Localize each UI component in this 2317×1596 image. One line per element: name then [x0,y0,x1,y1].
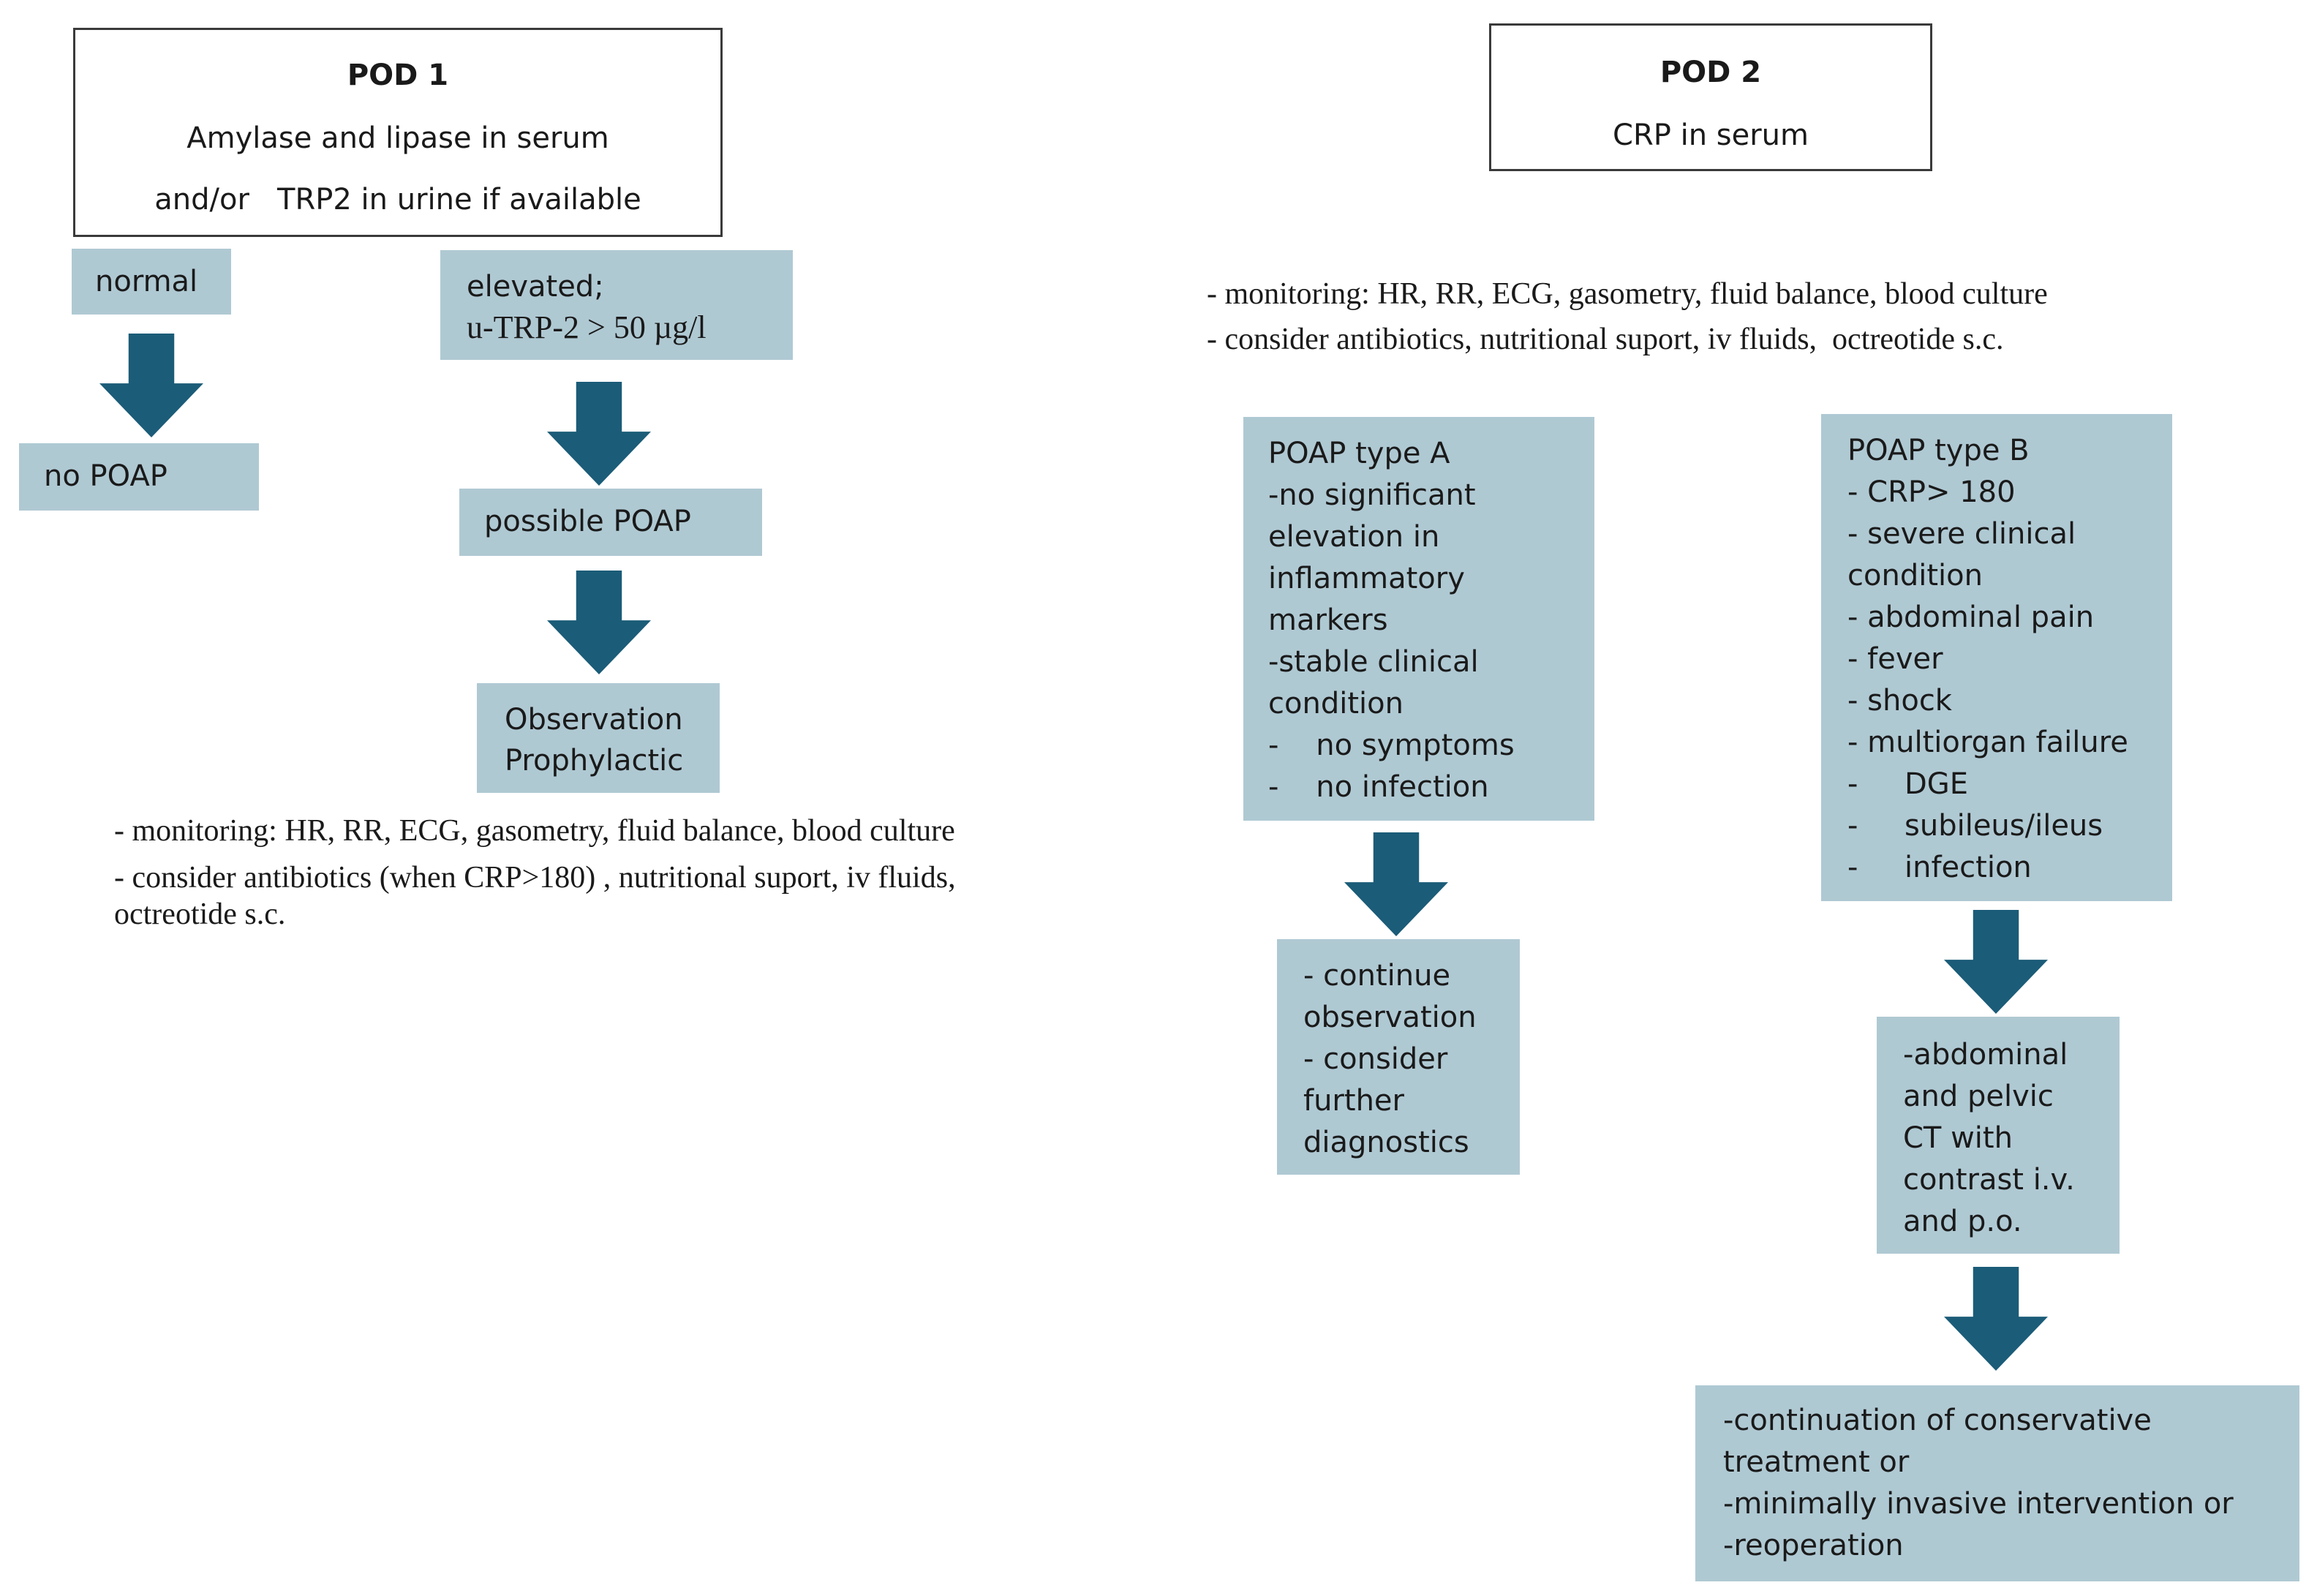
type-a-line: elevation in [1268,520,1440,554]
ct-line: -abdominal [1903,1038,2068,1072]
ct-line: contrast i.v. [1903,1163,2075,1197]
final-line: -reoperation [1723,1529,1904,1562]
type-a-line: -no significant [1268,478,1476,512]
pod1-header-box: POD 1 Amylase and lipase in serum and/or… [73,28,723,237]
pod2-line1: CRP in serum [1613,118,1809,152]
final-line: treatment or [1723,1445,1910,1479]
elevated-label: elevated; [467,270,604,304]
final-treatment-box: -continuation of conservative treatment … [1695,1385,2299,1581]
observation-box: Observation Prophylactic [477,683,720,793]
pod2-notes: - monitoring: HR, RR, ECG, gasometry, fl… [1207,275,2289,358]
down-arrow-icon [1944,1267,2048,1371]
pod2-note-monitoring: - monitoring: HR, RR, ECG, gasometry, fl… [1207,277,2048,311]
type-a-line: markers [1268,603,1388,637]
type-a-line: condition [1268,687,1404,720]
type-b-line: condition [1847,559,1983,592]
final-line: -continuation of conservative [1723,1404,2152,1437]
pod1-line2: and/or TRP2 in urine if available [154,183,641,217]
type-b-line: - subileus/ileus [1847,809,2103,843]
pod1-title: POD 1 [347,59,449,92]
pod1-line1: Amylase and lipase in serum [187,121,609,155]
type-a-line: POAP type A [1268,437,1450,470]
type-a-line: - no symptoms [1268,729,1515,762]
pod1-notes: - monitoring: HR, RR, ECG, gasometry, fl… [114,812,1138,933]
type-a-next-line: - continue [1303,959,1451,993]
possible-poap-box: possible POAP [459,489,762,556]
possible-poap-label: possible POAP [484,505,691,538]
pod2-note-antibiotics: - consider antibiotics, nutritional supo… [1207,323,2004,356]
down-arrow-icon [1344,832,1448,936]
down-arrow-icon [547,382,651,486]
no-poap-label: no POAP [44,459,167,493]
normal-box: normal [72,249,231,315]
type-a-next-line: diagnostics [1303,1126,1469,1159]
type-a-next-line: observation [1303,1001,1477,1034]
down-arrow-icon [547,571,651,674]
pod2-title: POD 2 [1659,56,1762,89]
type-a-next-line: further [1303,1084,1404,1118]
ct-line: CT with [1903,1121,2013,1155]
normal-label: normal [95,265,198,298]
u-trp-label: u-TRP-2 > 50 µg/l [467,309,707,345]
type-b-line: - CRP> 180 [1847,475,2016,509]
down-arrow-icon [1944,910,2048,1014]
pod2-header-box: POD 2 CRP in serum [1489,23,1932,171]
type-a-line: -stable clinical [1268,645,1479,679]
type-b-line: - multiorgan failure [1847,726,2128,759]
type-b-line: POAP type B [1847,434,2030,467]
poap-type-b-box: POAP type B - CRP> 180 - severe clinical… [1821,414,2172,901]
type-a-next-line: - consider [1303,1042,1448,1076]
type-a-line: - no infection [1268,770,1489,804]
elevated-box: elevated; u-TRP-2 > 50 µg/l [440,250,793,360]
type-b-line: - severe clinical [1847,517,2076,551]
poap-type-a-box: POAP type A -no significant elevation in… [1243,417,1594,821]
type-b-line: - DGE [1847,767,1969,801]
ct-box: -abdominal and pelvic CT with contrast i… [1877,1017,2120,1254]
pod1-note-antibiotics: - consider antibiotics (when CRP>180) , … [114,861,956,895]
prophylactic-label: Prophylactic [505,744,684,778]
type-b-line: - shock [1847,684,1952,718]
pod1-note-octreotide: octreotide s.c. [114,897,286,931]
observation-label: Observation [505,703,683,737]
continue-observation-box: - continue observation - consider furthe… [1277,939,1520,1175]
type-b-line: - fever [1847,642,1943,676]
ct-line: and p.o. [1903,1205,2022,1238]
type-b-line: - infection [1847,851,2032,884]
type-b-line: - abdominal pain [1847,601,2095,634]
type-a-line: inflammatory [1268,562,1465,595]
final-line: -minimally invasive intervention or [1723,1487,2234,1521]
pod1-note-monitoring: - monitoring: HR, RR, ECG, gasometry, fl… [114,814,955,848]
ct-line: and pelvic [1903,1080,2054,1113]
down-arrow-icon [99,334,203,437]
no-poap-box: no POAP [19,443,259,511]
